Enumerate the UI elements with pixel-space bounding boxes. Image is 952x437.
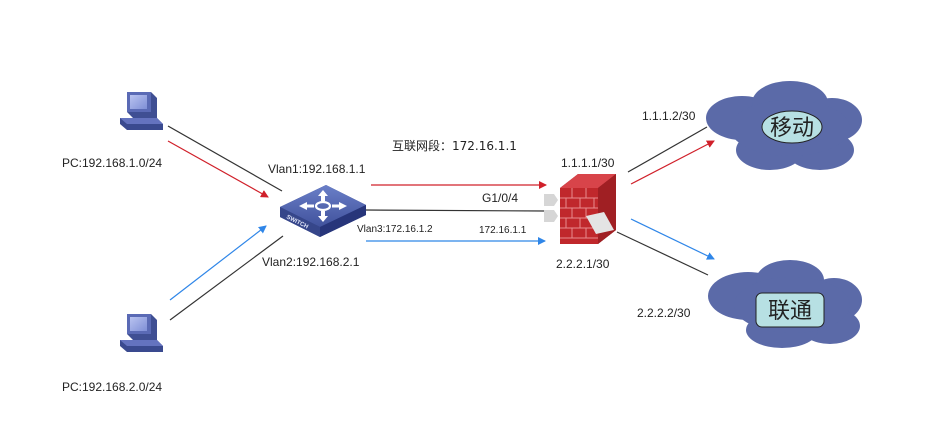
flow-arrow-vlan1-to-switch [167, 140, 269, 198]
link-firewall-mobile [627, 126, 708, 173]
flow-arrow-vlan2-to-switch [169, 225, 267, 301]
switch-icon[interactable]: SWITCH [280, 185, 366, 237]
cloud-icon[interactable]: 移动 [706, 81, 862, 170]
interconnect-annotation: 互联网段：172.16.1.1 [392, 139, 517, 153]
pc-icon[interactable] [120, 314, 163, 352]
pc1-label: PC:192.168.1.0/24 [62, 156, 163, 170]
isp-mobile-peer-ip: 1.1.1.2/30 [642, 109, 696, 123]
pc-icon[interactable] [120, 92, 163, 130]
flow-arrow-vlan2-to-unicom [630, 218, 715, 260]
isp-unicom-label: 联通 [768, 299, 812, 324]
cloud-icon[interactable]: 联通 [708, 260, 862, 348]
firewall-top-ip-label: 1.1.1.1/30 [561, 156, 615, 170]
isp-mobile-label: 移动 [770, 116, 814, 141]
switch-vlan2-label: Vlan2:192.168.2.1 [262, 255, 360, 269]
firewall-icon[interactable] [544, 174, 616, 244]
link-firewall-unicom [616, 231, 709, 276]
flow-arrow-vlan1-to-mobile [630, 140, 715, 185]
firewall-port-label: G1/0/4 [482, 191, 519, 205]
link-pc1-switch [167, 125, 283, 192]
switch-vlan1-label: Vlan1:192.168.1.1 [268, 162, 366, 176]
pc2-label: PC:192.168.2.0/24 [62, 380, 163, 394]
link-pc2-switch [169, 235, 284, 321]
firewall-bottom-ip-label: 2.2.2.1/30 [556, 257, 610, 271]
cloud-label-bg [755, 292, 825, 328]
switch-vlan3-label: Vlan3:172.16.1.2 [357, 224, 433, 235]
cloud-label-bg [761, 110, 823, 144]
link-switch-firewall [364, 209, 546, 212]
isp-unicom-peer-ip: 2.2.2.2/30 [637, 306, 691, 320]
firewall-inside-ip-label: 172.16.1.1 [479, 225, 527, 236]
